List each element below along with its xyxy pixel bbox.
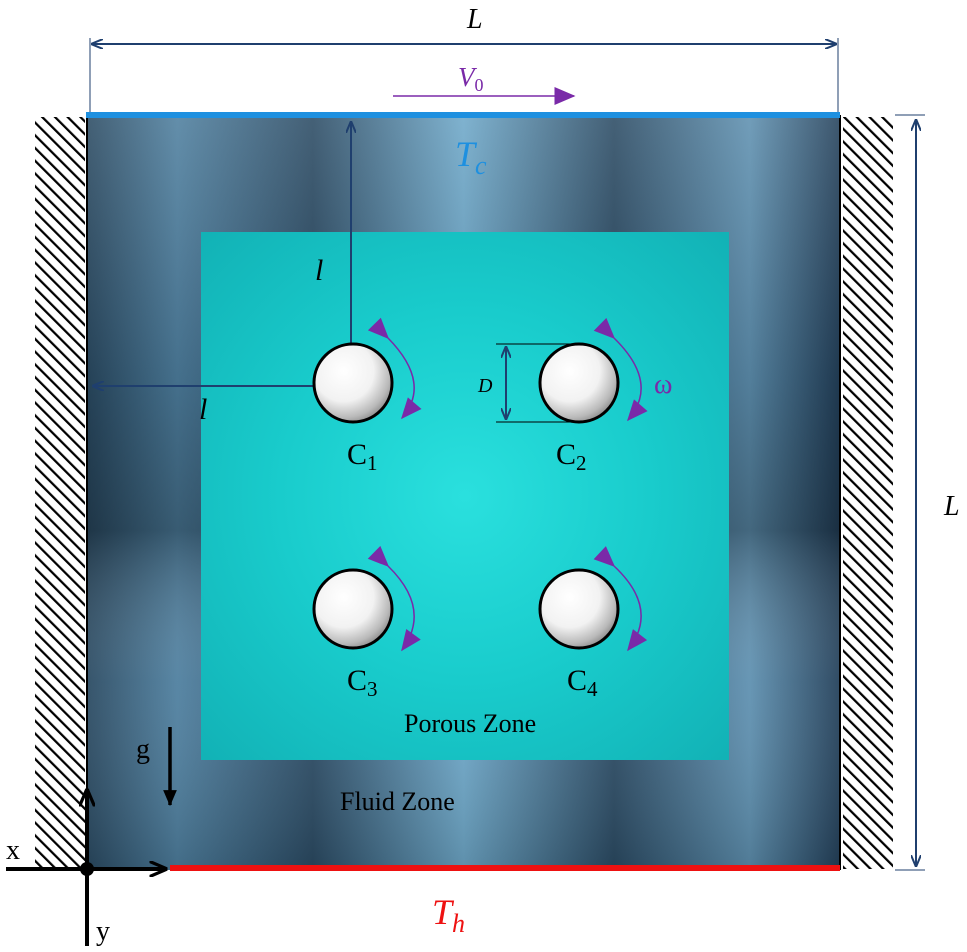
cylinder-c3 <box>312 568 394 650</box>
diameter-label: D <box>477 375 493 397</box>
fluid-zone-label: Fluid Zone <box>340 787 455 816</box>
cylinder-c4-label: C4 <box>567 664 598 701</box>
porous-zone-area <box>201 232 729 760</box>
lid-velocity-label: V0 <box>458 62 484 95</box>
porous-zone-label: Porous Zone <box>404 709 536 738</box>
axis-x-label: x <box>6 835 20 866</box>
right-length-label: L <box>943 491 960 522</box>
hot-temp-label: Th <box>432 892 465 938</box>
cylinder-c1 <box>312 342 394 424</box>
rotation-arrow-c3 <box>367 545 421 652</box>
gravity-label: g <box>136 734 150 765</box>
cylinder-c4 <box>538 568 620 650</box>
cylinder-c3-label: C3 <box>347 664 378 701</box>
cylinder-c1-label: C1 <box>347 438 378 475</box>
right-wall-hatch <box>843 117 893 869</box>
axis-y-label: y <box>96 916 110 947</box>
rotation-arrow-c4 <box>593 546 648 652</box>
cylinder-c2 <box>538 342 620 424</box>
cylinder-c2-label: C2 <box>556 438 587 475</box>
left-wall-hatch <box>35 117 85 869</box>
rotation-arrow-c2 <box>593 317 648 422</box>
rotation-arrow-c1 <box>367 317 422 420</box>
vertical-offset-label: l <box>315 254 323 287</box>
origin-point <box>80 862 94 876</box>
horizontal-offset-label: l <box>199 393 207 426</box>
rotation-label: ω <box>654 369 672 400</box>
cold-temp-label: Tc <box>455 134 487 180</box>
top-length-label: L <box>466 4 483 35</box>
